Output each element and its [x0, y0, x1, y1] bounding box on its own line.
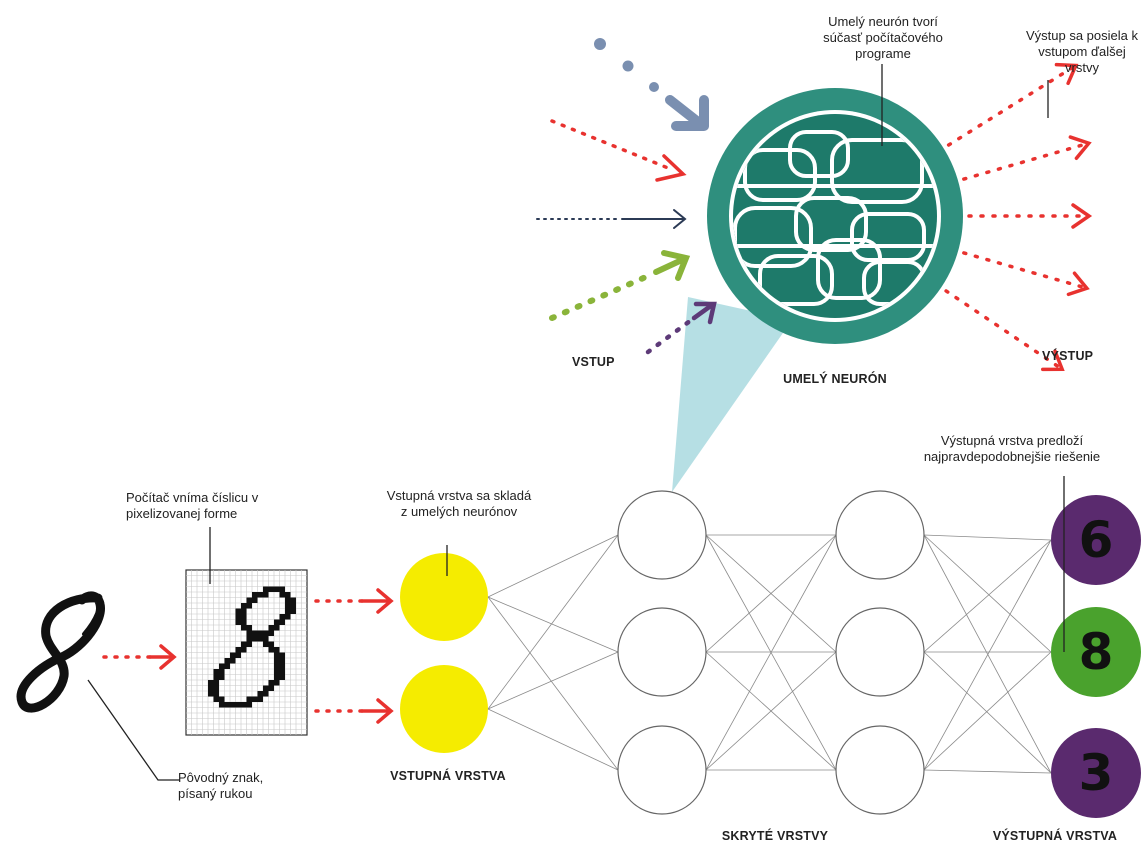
output-neuron-8: [1051, 607, 1141, 697]
hidden-layer-neurons: [617, 490, 925, 815]
pixelized-digit: [185, 569, 308, 736]
hidden-layers-caption: SKRYTÉ VRSTVY: [721, 829, 829, 843]
neuron-caption: UMELÝ NEURÓN: [783, 372, 887, 386]
output-arrow-2: [962, 135, 1092, 181]
input-caption: VSTUP: [572, 355, 615, 369]
output-forward-note: Výstup sa posiela k vstupom ďalšej vrstv…: [1025, 28, 1138, 75]
input-arrow-red: [550, 119, 687, 182]
output-layer-caption: VÝSTUPNÁ VRSTVA: [992, 829, 1118, 843]
hidden-neuron-2: [617, 607, 707, 697]
input-neuron-1: [400, 553, 488, 641]
hidden-neuron-1: [617, 490, 707, 580]
input-layer-caption: VSTUPNÁ VRSTVA: [390, 769, 506, 783]
output-arrow-1: [946, 62, 1079, 147]
output-digit-8: 8: [1078, 623, 1114, 681]
input-arrow-purple: [645, 301, 717, 355]
pixelized-note: Počítač vníma číslicu v pixelizovanej fo…: [126, 490, 259, 521]
artificial-neuron: [707, 88, 963, 344]
output-layer-note: Výstupná vrstva predloží najpravdepodobn…: [923, 433, 1101, 464]
input-layer-neurons: [400, 553, 488, 753]
output-digit-3: 3: [1078, 744, 1114, 802]
output-layer-neurons: [1051, 495, 1141, 818]
input-arrow-navy: [536, 209, 687, 229]
hidden-neuron-5: [835, 607, 925, 697]
output-caption: VÝSTUP: [1042, 349, 1094, 363]
output-digit-6: 6: [1078, 511, 1114, 569]
hidden-neuron-6: [835, 725, 925, 815]
neuron-program-note: Umelý neurón tvorí súčasť počítačového p…: [823, 14, 943, 61]
output-neuron-6: [1051, 495, 1141, 585]
output-arrow-4: [962, 251, 1090, 297]
input-neuron-2: [400, 665, 488, 753]
input-arrows: [536, 38, 717, 355]
output-arrow-3: [967, 203, 1093, 229]
output-neuron-3: [1051, 728, 1141, 818]
input-arrow-green: [549, 250, 691, 321]
original-char-note: Pôvodný znak, písaný rukou: [178, 770, 264, 801]
input-arrow-blue: [594, 38, 709, 131]
digit-flow-arrows: [102, 588, 394, 724]
handwritten-digit: [16, 591, 105, 713]
output-arrows: [944, 62, 1093, 372]
annotation-pointers: [87, 64, 1065, 781]
output-arrow-5: [944, 289, 1065, 372]
network-connections: [487, 534, 1052, 774]
hidden-neuron-4: [835, 490, 925, 580]
zoom-cone: [672, 297, 792, 492]
input-layer-note: Vstupná vrstva sa skladá z umelých neuró…: [386, 488, 532, 519]
hidden-neuron-3: [617, 725, 707, 815]
